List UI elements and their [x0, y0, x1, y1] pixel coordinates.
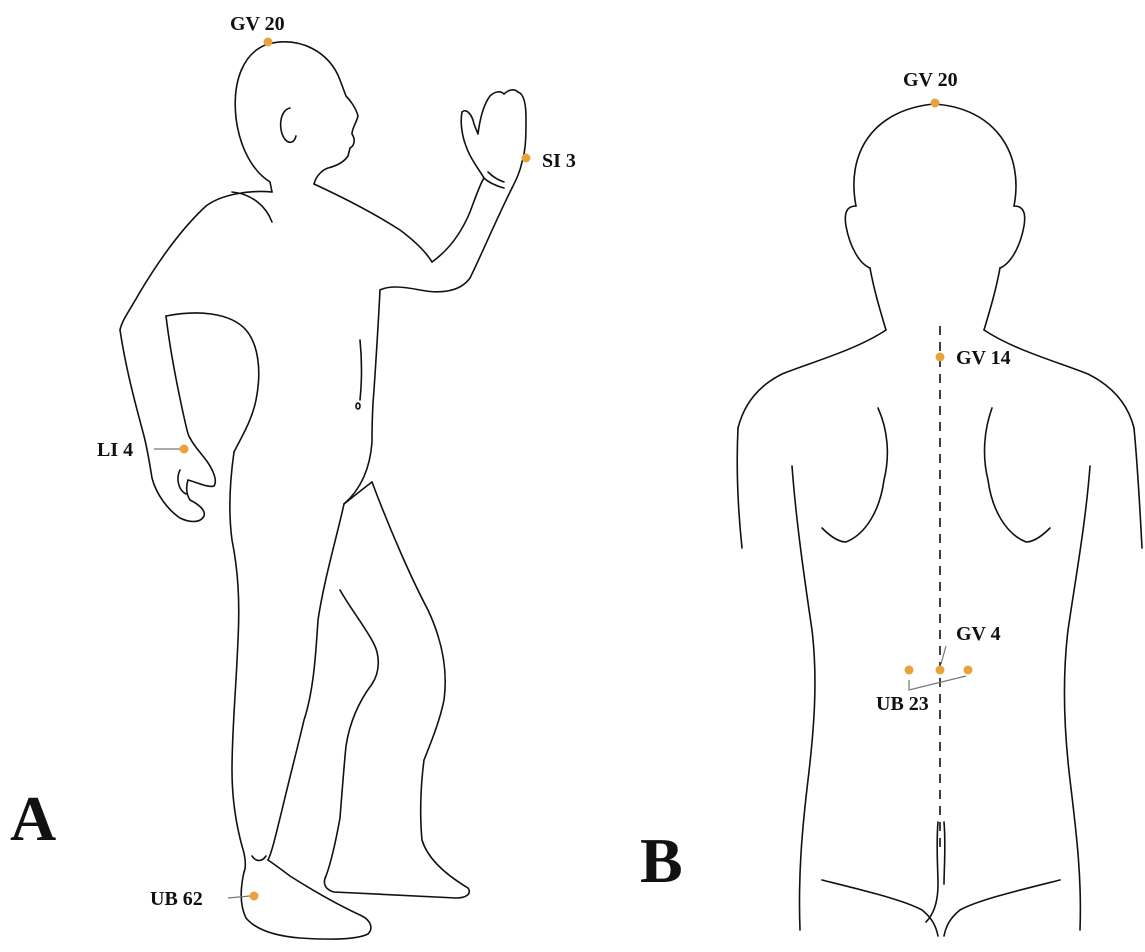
- panel-a: GV 20 SI 3 LI 4 UB 62 A: [10, 13, 576, 939]
- panel-a-label: A: [10, 783, 56, 854]
- ub23-right-point: [964, 666, 973, 675]
- panel-b: GV 20 GV 14 GV 4 UB 23 B: [640, 69, 1142, 936]
- gv20-point-b: [931, 99, 940, 108]
- ub62-label: UB 62: [150, 888, 203, 910]
- gv20-label: GV 20: [230, 13, 285, 35]
- side-body-outline: [120, 42, 526, 939]
- si3-label: SI 3: [542, 150, 576, 172]
- ub62-point: [250, 892, 259, 901]
- panel-b-label: B: [640, 825, 683, 896]
- ub23-left-point: [905, 666, 914, 675]
- li4-label: LI 4: [97, 439, 133, 461]
- gv20-label-b: GV 20: [903, 69, 958, 91]
- ub23-label: UB 23: [876, 693, 929, 715]
- ub23-leader: [909, 676, 966, 690]
- li4-point: [180, 445, 189, 454]
- gv4-label: GV 4: [956, 623, 1001, 645]
- gv4-leader: [941, 646, 946, 664]
- gv14-point: [936, 353, 945, 362]
- gv20-point: [264, 38, 273, 47]
- gv4-point: [936, 666, 945, 675]
- gv14-label: GV 14: [956, 347, 1011, 369]
- si3-point: [522, 154, 531, 163]
- ub62-leader: [228, 896, 250, 898]
